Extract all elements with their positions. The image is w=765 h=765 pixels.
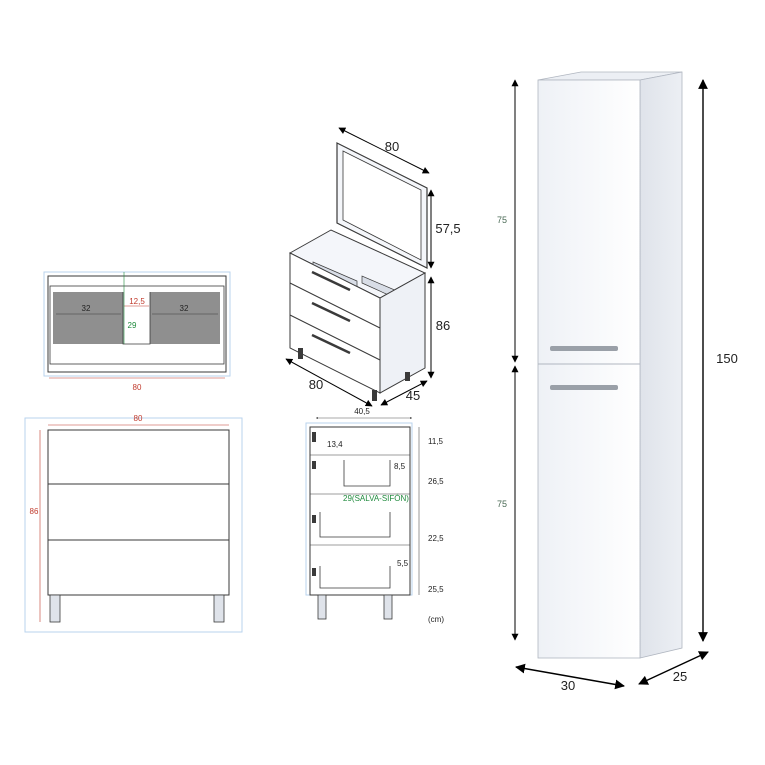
section-frame — [305, 422, 413, 596]
column-width-label: 30 — [561, 678, 575, 693]
height-label-1: 11,5 — [428, 437, 444, 446]
side-section: 40,5 13,4 8,5 29(SALVA-SIFÓN) 5,5 11,5 2… — [305, 407, 444, 624]
iso-handle-2 — [311, 301, 351, 323]
upper-height-label: 75 — [497, 215, 507, 225]
front-view-body — [47, 429, 230, 596]
mirror-height-label: 57,5 — [435, 221, 460, 236]
iso-handle-1 — [311, 270, 351, 292]
iso-leg-3 — [405, 372, 410, 381]
top-view-right-panel — [150, 292, 220, 344]
section-handle-2 — [312, 461, 316, 469]
cabinet-side — [379, 272, 426, 394]
top-view: 32 32 12,5 29 80 — [43, 271, 231, 392]
column-front — [537, 79, 641, 659]
height-label-4: 25,5 — [428, 585, 444, 594]
total-width-label: 80 — [133, 383, 142, 392]
height-label-3: 22,5 — [428, 534, 444, 543]
cabinet-width-label: 80 — [309, 377, 323, 392]
mirror-width-label: 80 — [385, 139, 399, 154]
mirror-glass — [342, 150, 422, 261]
front-view: 80 86 — [24, 414, 243, 633]
cabinet-depth-label: 45 — [406, 388, 420, 403]
iso-leg-1 — [298, 348, 303, 359]
iso-handle-3 — [311, 333, 351, 355]
cabinet-height-label: 86 — [436, 318, 450, 333]
gap-width-label: 12,5 — [129, 297, 145, 306]
column-side — [639, 71, 683, 659]
front-leg-right — [213, 594, 225, 623]
siphon-gap-outline — [122, 292, 151, 345]
left-width-label: 32 — [82, 304, 91, 313]
section-depth-label: 40,5 — [354, 407, 370, 416]
upper-door-handle — [550, 346, 618, 351]
total-height-label: 150 — [716, 351, 738, 366]
iso-leg-2 — [372, 390, 377, 401]
drawer-box-2 — [319, 512, 391, 538]
mirror-width-arrow — [338, 127, 430, 174]
drawer-gap-label: 8,5 — [394, 462, 406, 471]
section-leg-back — [383, 594, 393, 620]
section-outline — [309, 426, 411, 596]
drawer-box-3 — [319, 566, 391, 589]
top-view-outline — [47, 275, 227, 373]
cabinet-width-arrow — [285, 358, 373, 407]
top-view-left-panel — [53, 292, 123, 344]
inner-offset-label: 13,4 — [327, 440, 343, 449]
section-handle-4 — [312, 568, 316, 576]
gap-depth-label: 29 — [128, 321, 137, 330]
section-handle-3 — [312, 515, 316, 523]
lower-height-label: 75 — [497, 499, 507, 509]
lower-door-handle — [550, 385, 618, 390]
iso-drawer-line-1 — [289, 282, 381, 329]
front-leg-left — [49, 594, 61, 623]
height-label-2: 26,5 — [428, 477, 444, 486]
column-depth-label: 25 — [673, 669, 687, 684]
siphon-note-label: 29(SALVA-SIFÓN) — [343, 494, 409, 503]
column-depth-arrow — [638, 651, 709, 685]
front-width-label: 80 — [134, 414, 143, 423]
unit-label: (cm) — [428, 615, 444, 624]
section-leg-front — [317, 594, 327, 620]
column-width-arrow — [515, 663, 625, 690]
section-handle-1 — [312, 432, 316, 442]
iso-view: 80 57,5 86 80 45 — [285, 127, 461, 407]
right-width-label: 32 — [180, 304, 189, 313]
toe-gap-label: 5,5 — [397, 559, 409, 568]
iso-drawer-line-2 — [289, 314, 381, 361]
drawer-box-1 — [343, 460, 391, 487]
front-height-label: 86 — [30, 507, 39, 516]
column-cabinet: 75 75 150 30 25 — [497, 71, 738, 693]
cabinet-depth-arrow — [380, 380, 428, 406]
